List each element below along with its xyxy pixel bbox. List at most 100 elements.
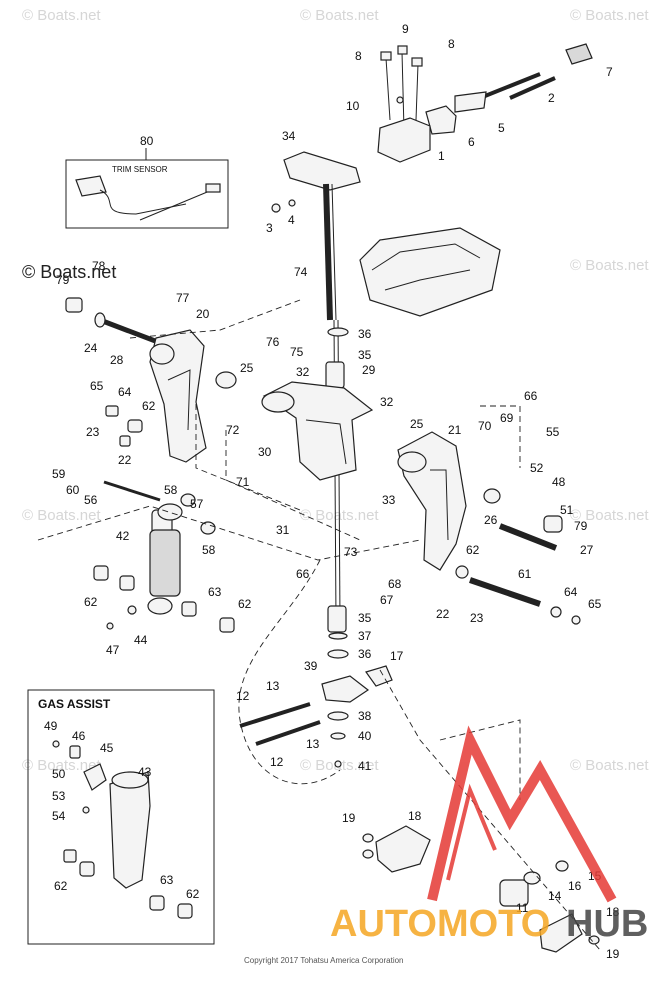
callout: 11 — [516, 901, 529, 915]
left-clamp-bracket — [149, 329, 237, 463]
callout: 78 — [92, 259, 106, 273]
callout: 42 — [116, 529, 130, 543]
callout: 79 — [56, 273, 70, 287]
callout: 14 — [548, 889, 562, 903]
callout: 62 — [84, 595, 98, 609]
callout: 19 — [342, 811, 356, 825]
watermark: © Boats.net — [570, 7, 649, 24]
callout: 57 — [190, 497, 204, 511]
callout: 13 — [306, 737, 320, 751]
callout: 58 — [202, 543, 216, 557]
callout: 7 — [606, 65, 613, 79]
callout: 52 — [530, 461, 544, 475]
callout: 53 — [52, 789, 66, 803]
callout: 23 — [470, 611, 484, 625]
callout: 37 — [358, 629, 372, 643]
callout: 17 — [390, 649, 404, 663]
callout: 31 — [276, 523, 290, 537]
brand-name-part1: AUTOMOTO — [330, 903, 550, 945]
callout: 74 — [294, 265, 308, 279]
tilt-tubes — [103, 480, 581, 625]
callout: 63 — [160, 873, 174, 887]
callout: 66 — [524, 389, 538, 403]
gas-assist-box: GAS ASSIST — [27, 689, 215, 945]
callout: 26 — [484, 513, 498, 527]
callout: 49 — [44, 719, 58, 733]
callout: 64 — [118, 385, 132, 399]
callout: 13 — [266, 679, 280, 693]
callout: 65 — [90, 379, 104, 393]
callout: 64 — [564, 585, 578, 599]
callout: 32 — [380, 395, 394, 409]
callout: 12 — [236, 689, 250, 703]
callout: 72 — [226, 423, 240, 437]
watermark-large: © Boats.net — [22, 262, 116, 282]
callout: 76 — [266, 335, 280, 349]
callout: 36 — [358, 327, 372, 341]
callout: 20 — [196, 307, 210, 321]
swivel-bracket — [65, 297, 374, 481]
callout-labels: 8 9 8 7 2 10 5 6 1 34 3 4 80 78 74 79 77… — [44, 22, 620, 961]
callout: 80 — [140, 134, 154, 148]
callout: 2 — [548, 91, 555, 105]
watermark: © Boats.net — [570, 257, 649, 274]
callout: 4 — [288, 213, 295, 227]
callout: 54 — [52, 809, 66, 823]
callout: 16 — [568, 879, 582, 893]
drive-shaft — [323, 183, 349, 659]
callout: 23 — [86, 425, 100, 439]
callout: 24 — [84, 341, 98, 355]
brand-name-part2: HUB — [566, 903, 648, 945]
callout: 25 — [410, 417, 424, 431]
callout: 44 — [134, 633, 148, 647]
copyright-text: Copyright 2017 Tohatsu America Corporati… — [244, 956, 404, 965]
callout: 58 — [164, 483, 178, 497]
callout: 62 — [186, 887, 200, 901]
logo-inner-icon — [446, 783, 497, 881]
callout: 38 — [358, 709, 372, 723]
callout: 22 — [118, 453, 132, 467]
callout: 30 — [258, 445, 272, 459]
watermark: © Boats.net — [22, 757, 101, 774]
watermark: © Boats.net — [570, 507, 649, 524]
callout: 62 — [142, 399, 156, 413]
watermark: © Boats.net — [300, 7, 379, 24]
gas-assist-title: GAS ASSIST — [38, 697, 111, 711]
callout: 25 — [240, 361, 254, 375]
callout: 18 — [408, 809, 422, 823]
right-clamp-bracket — [397, 431, 563, 571]
callout: 43 — [138, 765, 152, 779]
callout: 5 — [498, 121, 505, 135]
callout: 22 — [436, 607, 450, 621]
lower-pivot — [239, 665, 393, 768]
callout: 9 — [402, 22, 409, 36]
callout: 35 — [358, 611, 372, 625]
callout: 59 — [52, 467, 66, 481]
callout: 69 — [500, 411, 514, 425]
callout: 28 — [110, 353, 124, 367]
dashed-guides — [37, 299, 601, 951]
callout: 33 — [382, 493, 396, 507]
trim-sensor-title: TRIM SENSOR — [112, 165, 168, 174]
callout: 40 — [358, 729, 372, 743]
callout: 36 — [358, 647, 372, 661]
callout: 67 — [380, 593, 394, 607]
watermark: © Boats.net — [22, 507, 101, 524]
callout: 71 — [236, 475, 250, 489]
lower-mount — [362, 825, 600, 953]
callout: 66 — [296, 567, 310, 581]
callout: 47 — [106, 643, 120, 657]
logo-mountain-icon — [427, 725, 617, 903]
trim-sensor-box: TRIM SENSOR — [65, 148, 229, 229]
callout: 45 — [100, 741, 114, 755]
callout: 32 — [296, 365, 310, 379]
callout: 21 — [448, 423, 462, 437]
callout: 29 — [362, 363, 376, 377]
callout: 62 — [238, 597, 252, 611]
callout: 50 — [52, 767, 66, 781]
callout: 51 — [560, 503, 574, 517]
callout: 3 — [266, 221, 273, 235]
callout: 63 — [208, 585, 222, 599]
callout: 75 — [290, 345, 304, 359]
